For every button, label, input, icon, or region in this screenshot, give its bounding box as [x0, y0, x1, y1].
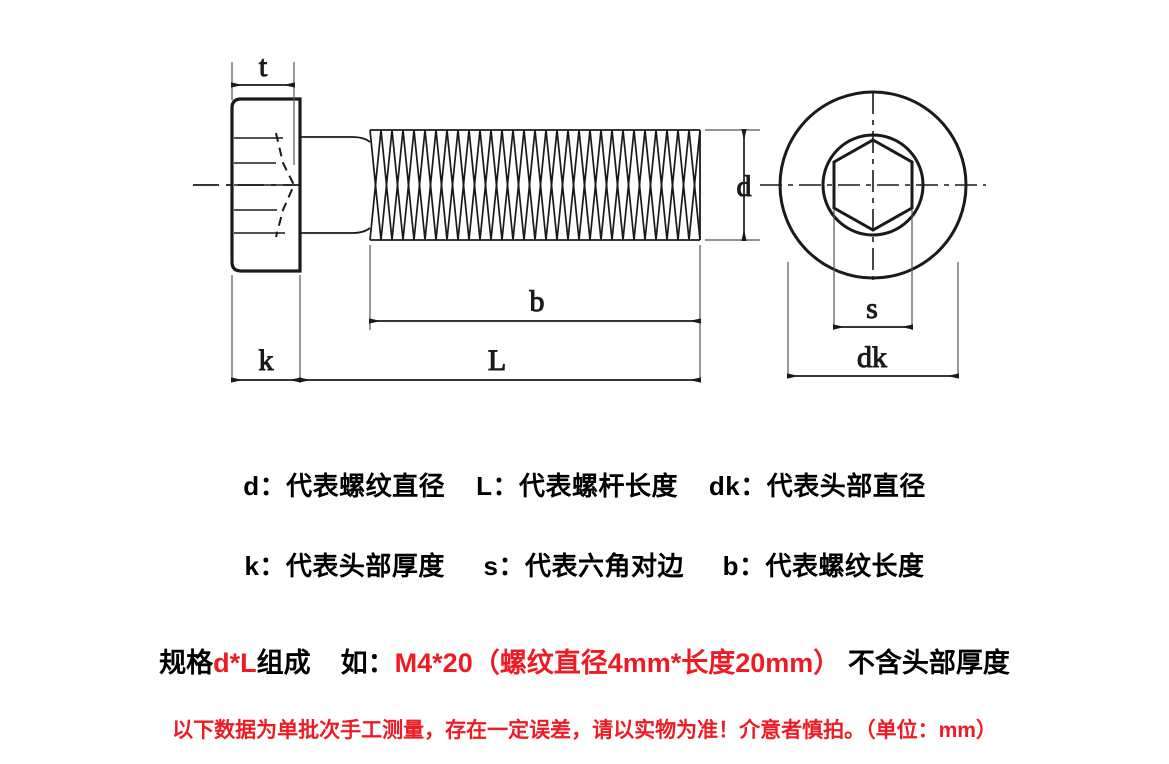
spec-suffix: 不含头部厚度	[840, 648, 1010, 678]
extension-lines	[231, 62, 760, 382]
legend-line-2: k：代表头部厚度 s：代表六角对边 b：代表螺纹长度	[244, 551, 925, 581]
technical-drawing: t d b L k	[193, 50, 986, 383]
dimension-label-t: t	[259, 50, 268, 83]
spec-example: M4*20（螺纹直径4mm*长度20mm）	[394, 648, 841, 678]
spec-middle: 组成 如：	[256, 648, 395, 678]
dimension-label-dk: dk	[857, 341, 887, 374]
dimension-label-d: d	[737, 170, 752, 203]
spec-code: d*L	[213, 648, 257, 678]
legend-line-1: d：代表螺纹直径 L：代表螺杆长度 dk：代表头部直径	[243, 471, 926, 501]
dimension-label-b: b	[530, 285, 545, 318]
hex-socket-hidden-profile	[275, 132, 296, 238]
dimension-label-k: k	[259, 344, 274, 377]
spec-prefix: 规格	[159, 648, 214, 678]
measurement-note: 以下数据为单批次手工测量，存在一定误差，请以实物为准！介意者慎拍。（单位：mm）	[172, 719, 997, 742]
end-view-extension-lines	[787, 210, 959, 378]
end-view-centerlines	[760, 92, 986, 280]
spec-line: 规格d*L组成 如：M4*20（螺纹直径4mm*长度20mm） 不含头部厚度	[0, 641, 1169, 680]
dimension-label-L: L	[488, 344, 506, 377]
thread-profile	[369, 129, 701, 241]
dimension-label-s: s	[866, 292, 878, 325]
screw-shank-outline	[300, 136, 371, 234]
